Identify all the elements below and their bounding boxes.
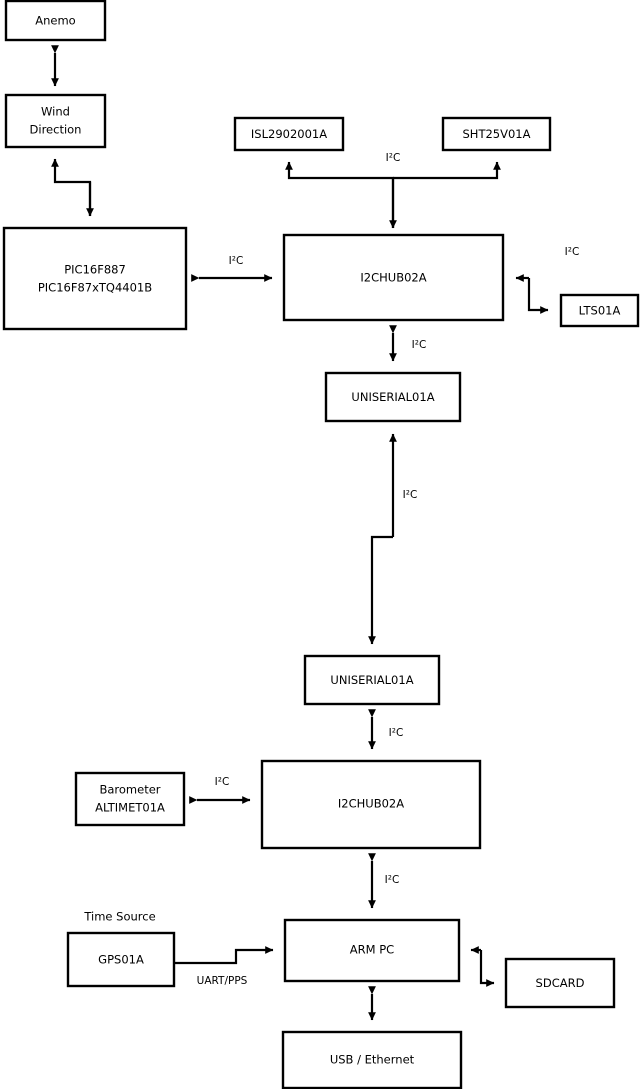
node-label-uniserial01a-bottom: UNISERIAL01A [330,673,413,687]
edge-hub_top-lts: I²C [515,246,580,314]
edge-uniserial-uniserial: I²C [368,433,418,645]
node-i2chub02a-bottom[interactable]: I2CHUB02A [260,759,482,850]
node-gps01a[interactable]: GPS01A [66,931,176,988]
node-wind-direction[interactable]: Wind Direction [4,93,107,149]
edge-label-barometer-hub: I²C [215,776,230,788]
node-rect-barometer[interactable] [74,771,186,827]
node-label-barometer-line2: ALTIMET01A [95,801,165,815]
edge-gps-armpc: UART/PPS [174,946,274,987]
edge-wind-pic [51,158,94,217]
label-time-source: Time Source [83,910,155,924]
node-rect-arm-pc[interactable] [283,918,461,983]
node-rect-i2chub02a-top[interactable] [282,233,505,322]
edge-line-wind-pic [51,158,92,216]
node-label-arm-pc: ARM PC [350,943,394,957]
node-rect-isl2902001a[interactable] [233,116,345,152]
edge-hub_top-uniserial: I²C [389,325,427,362]
node-rect-lts01a[interactable] [559,293,640,328]
node-label-uniserial01a-top: UNISERIAL01A [351,390,434,404]
edge-armpc-sdcard [470,946,495,987]
edge-line-hub-isl [285,161,395,228]
node-sdcard[interactable]: SDCARD [504,957,616,1009]
node-sht25v01a[interactable]: SHT25V01A [441,116,552,152]
edge-pic-hub_top: I²C [191,255,273,282]
node-usb-ethernet[interactable]: USB / Ethernet [281,1030,463,1089]
edge-label-uniserial-hub-bot: I²C [389,727,404,739]
node-uniserial01a-bottom[interactable]: UNISERIAL01A [303,654,441,706]
node-i2chub02a-top[interactable]: I2CHUB02A [282,233,505,322]
node-rect-uniserial01a-bottom[interactable] [303,654,441,706]
node-barometer[interactable]: Barometer ALTIMET01A [74,771,186,827]
node-label-pic-line1: PIC16F887 [64,263,126,277]
edge-line-armpc-to-sdcard [479,950,495,987]
node-rect-uniserial01a-top[interactable] [324,371,462,423]
node-label-barometer-line1: Barometer [99,783,160,797]
node-label-usb-ethernet: USB / Ethernet [330,1053,415,1067]
edge-label-gps-armpc: UART/PPS [197,975,248,987]
node-label-i2chub02a-bottom: I2CHUB02A [338,797,404,811]
edge-hub_top-isl-sht: I²C [285,152,501,229]
node-anemo[interactable]: Anemo [4,0,107,42]
node-pic-mcu[interactable]: PIC16F887 PIC16F87xTQ4401B [2,226,188,331]
edge-hub_bot-armpc: I²C [368,853,400,909]
edge-line-gps-armpc [174,946,274,965]
node-rect-wind-direction[interactable] [4,93,107,149]
edge-label-hub-armpc: I²C [385,874,400,886]
node-label-wind-direction-line2: Direction [30,123,82,137]
edge-label-hub-lts: I²C [565,246,580,258]
node-label-wind-direction-line1: Wind [41,105,70,119]
node-label-sdcard: SDCARD [536,976,585,990]
node-label-gps01a: GPS01A [98,953,144,967]
node-rect-pic-mcu[interactable] [2,226,188,331]
node-label-sht25v01a: SHT25V01A [463,127,531,141]
node-rect-anemo[interactable] [4,0,107,42]
node-label-anemo: Anemo [35,14,75,28]
edge-label-uniserial-uniserial: I²C [403,489,418,501]
node-isl2902001a[interactable]: ISL2902001A [233,116,345,152]
node-uniserial01a-top[interactable]: UNISERIAL01A [324,371,462,423]
node-label-pic-line2: PIC16F87xTQ4401B [38,281,152,295]
node-label-lts01a: LTS01A [579,304,621,318]
node-rect-usb-ethernet[interactable] [281,1030,463,1089]
node-label-i2chub02a-top: I2CHUB02A [360,271,426,285]
node-rect-sdcard[interactable] [504,957,616,1009]
node-lts01a[interactable]: LTS01A [559,293,640,328]
node-label-isl2902001a: ISL2902001A [251,127,327,141]
edge-label-pic-hub: I²C [229,255,244,267]
node-rect-i2chub02a-bottom[interactable] [260,759,482,850]
edge-label-hub-uniserial: I²C [412,339,427,351]
edge-uniserial_bot-hub_bot: I²C [368,709,404,750]
edge-line-hub-sht [393,161,501,180]
node-rect-gps01a[interactable] [66,931,176,988]
node-arm-pc[interactable]: ARM PC [283,918,461,983]
edge-label-isl-sht: I²C [386,152,401,164]
edge-line-uniserial-down [368,535,393,645]
edge-line-hub-to-lts [527,278,549,314]
node-rect-sht25v01a[interactable] [441,116,552,152]
edge-barometer-hub_bot: I²C [189,776,251,804]
